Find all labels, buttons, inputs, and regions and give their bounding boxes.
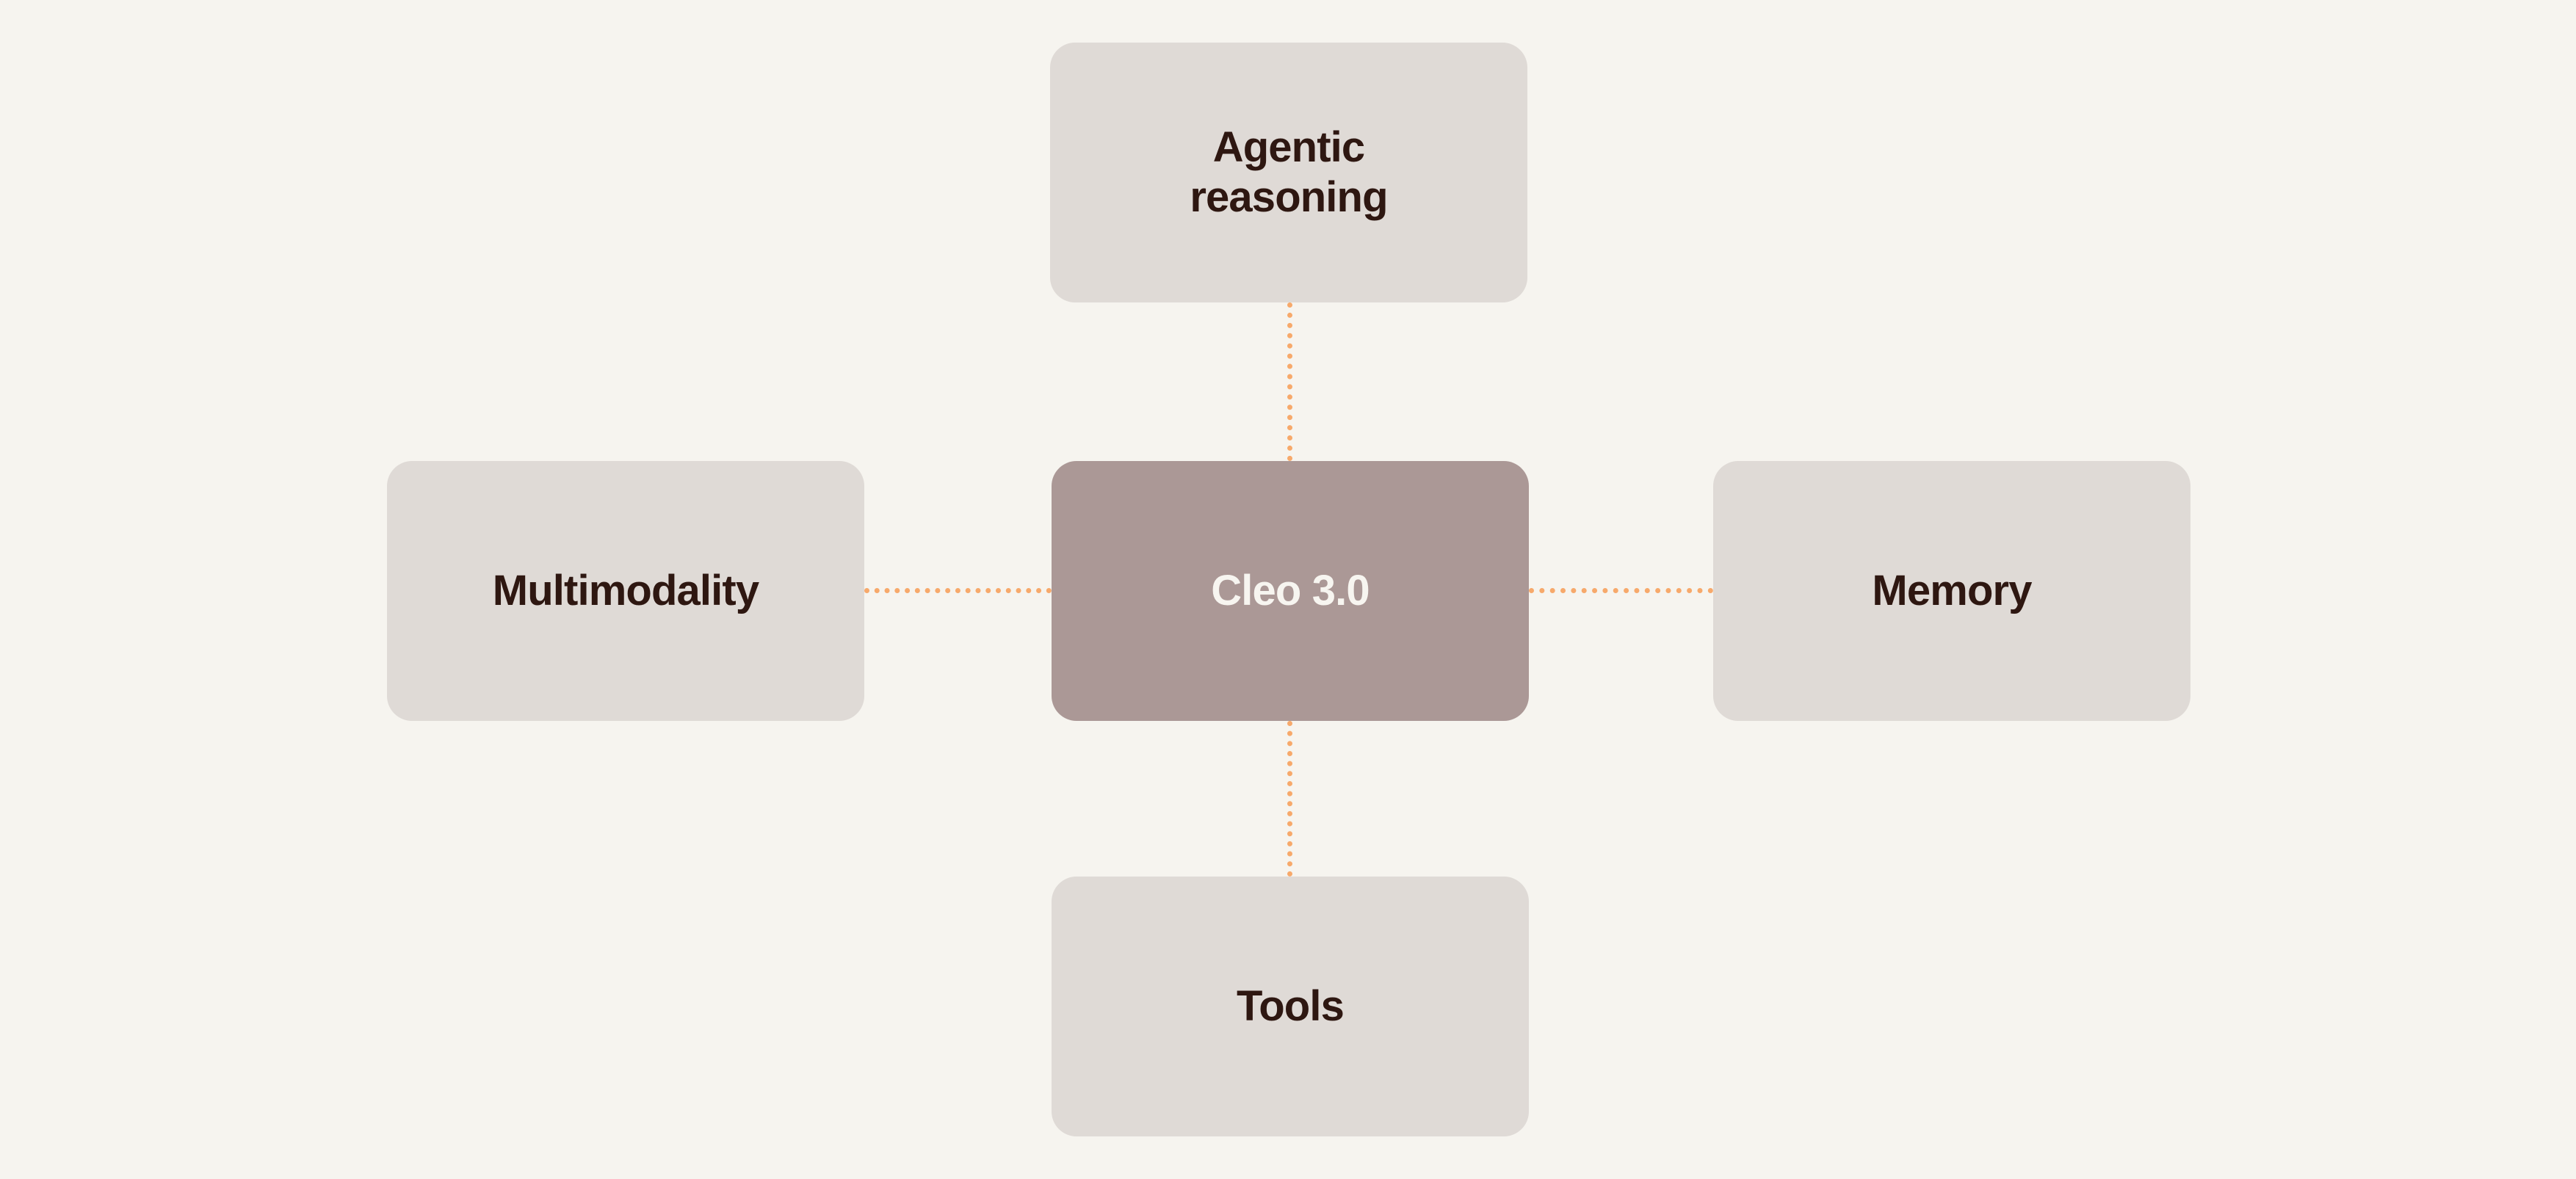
- node-agentic-reasoning[interactable]: Agentic reasoning: [1050, 43, 1527, 302]
- node-tools-label: Tools: [1236, 982, 1345, 1030]
- connector-center-to-memory: [1529, 588, 1713, 593]
- node-tools[interactable]: Tools: [1052, 877, 1529, 1136]
- node-cleo-3-0-label: Cleo 3.0: [1211, 566, 1370, 614]
- node-memory[interactable]: Memory: [1713, 461, 2190, 721]
- node-multimodality[interactable]: Multimodality: [387, 461, 864, 721]
- connector-center-to-multimodality: [864, 588, 1052, 593]
- node-multimodality-label: Multimodality: [492, 566, 759, 614]
- connector-center-to-agentic-reasoning: [1287, 302, 1292, 461]
- node-memory-label: Memory: [1872, 566, 2032, 614]
- node-agentic-reasoning-label: Agentic reasoning: [1190, 123, 1388, 221]
- node-cleo-3-0[interactable]: Cleo 3.0: [1052, 461, 1529, 721]
- connector-center-to-tools: [1287, 721, 1292, 877]
